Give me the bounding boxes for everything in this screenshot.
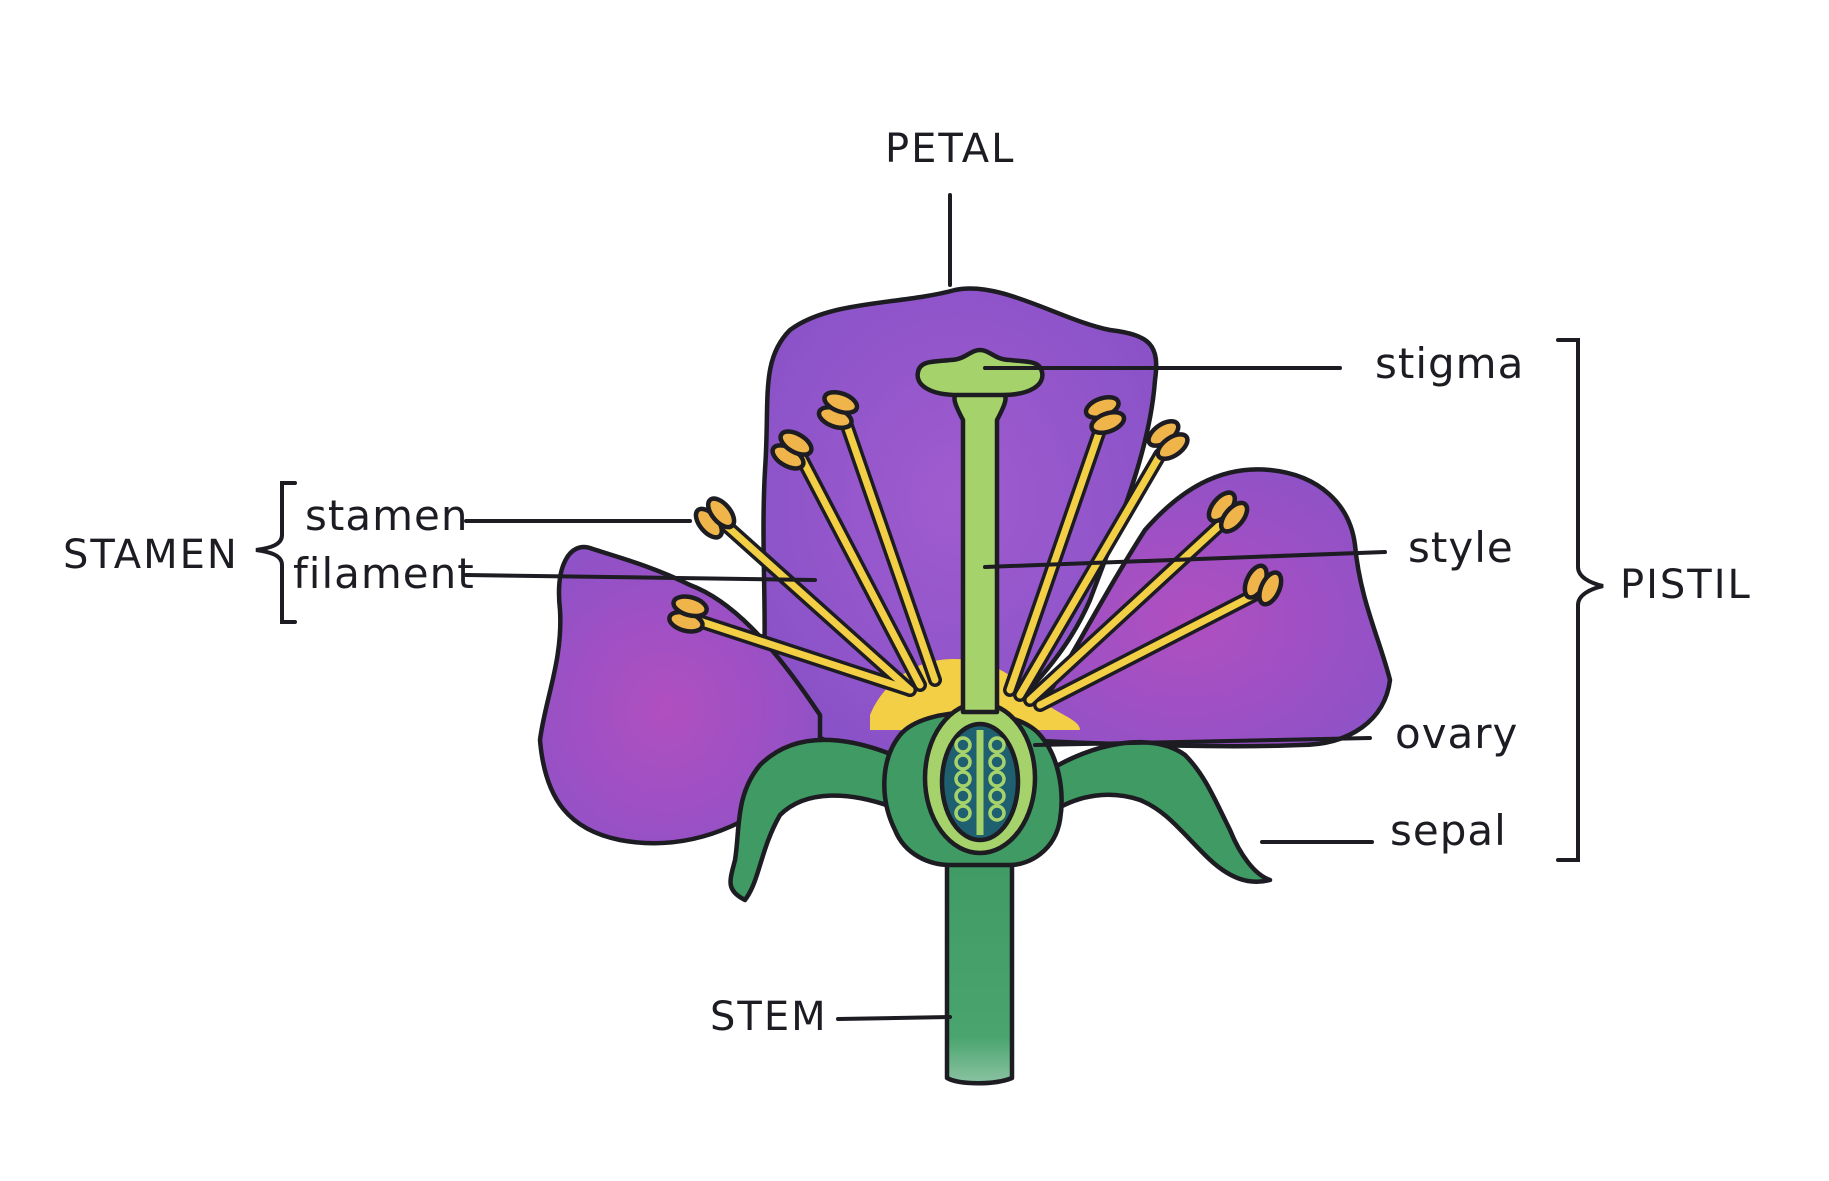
label-stamen-group: STAMEN bbox=[63, 532, 239, 578]
leader-ovary bbox=[1033, 736, 1372, 747]
anther-7 bbox=[1206, 490, 1250, 534]
label-stigma: stigma bbox=[1375, 339, 1524, 388]
pistil-bracket bbox=[1556, 338, 1604, 862]
leader-stem bbox=[836, 1015, 952, 1021]
anther-4 bbox=[816, 389, 860, 431]
label-stamen: stamen bbox=[305, 491, 468, 540]
stigma-shape bbox=[915, 347, 1045, 398]
sepal-right bbox=[1047, 739, 1273, 884]
petal-left bbox=[537, 544, 823, 846]
anther-1 bbox=[693, 496, 737, 540]
anthers bbox=[667, 389, 1284, 634]
leader-lines bbox=[464, 193, 1387, 1021]
leader-style bbox=[983, 550, 1387, 569]
label-sepal: sepal bbox=[1390, 806, 1507, 855]
filaments bbox=[683, 413, 1267, 712]
sepal-left bbox=[728, 737, 908, 903]
anther-3 bbox=[770, 429, 814, 471]
ovules bbox=[954, 736, 1006, 822]
leader-filament bbox=[464, 573, 817, 582]
anther-2 bbox=[667, 594, 709, 634]
petal-right bbox=[1017, 467, 1393, 749]
label-petal: PETAL bbox=[885, 126, 1015, 172]
style-shape bbox=[952, 385, 1008, 715]
stamen-bracket bbox=[255, 481, 297, 624]
stem bbox=[944, 847, 1015, 1086]
label-stem: STEM bbox=[710, 994, 828, 1040]
label-ovary: ovary bbox=[1395, 709, 1518, 758]
label-filament: filament bbox=[293, 549, 475, 598]
anther-8 bbox=[1242, 563, 1284, 607]
anther-6 bbox=[1146, 418, 1190, 462]
anther-5 bbox=[1083, 394, 1127, 436]
label-style: style bbox=[1408, 523, 1514, 572]
label-pistil: PISTIL bbox=[1620, 562, 1752, 608]
